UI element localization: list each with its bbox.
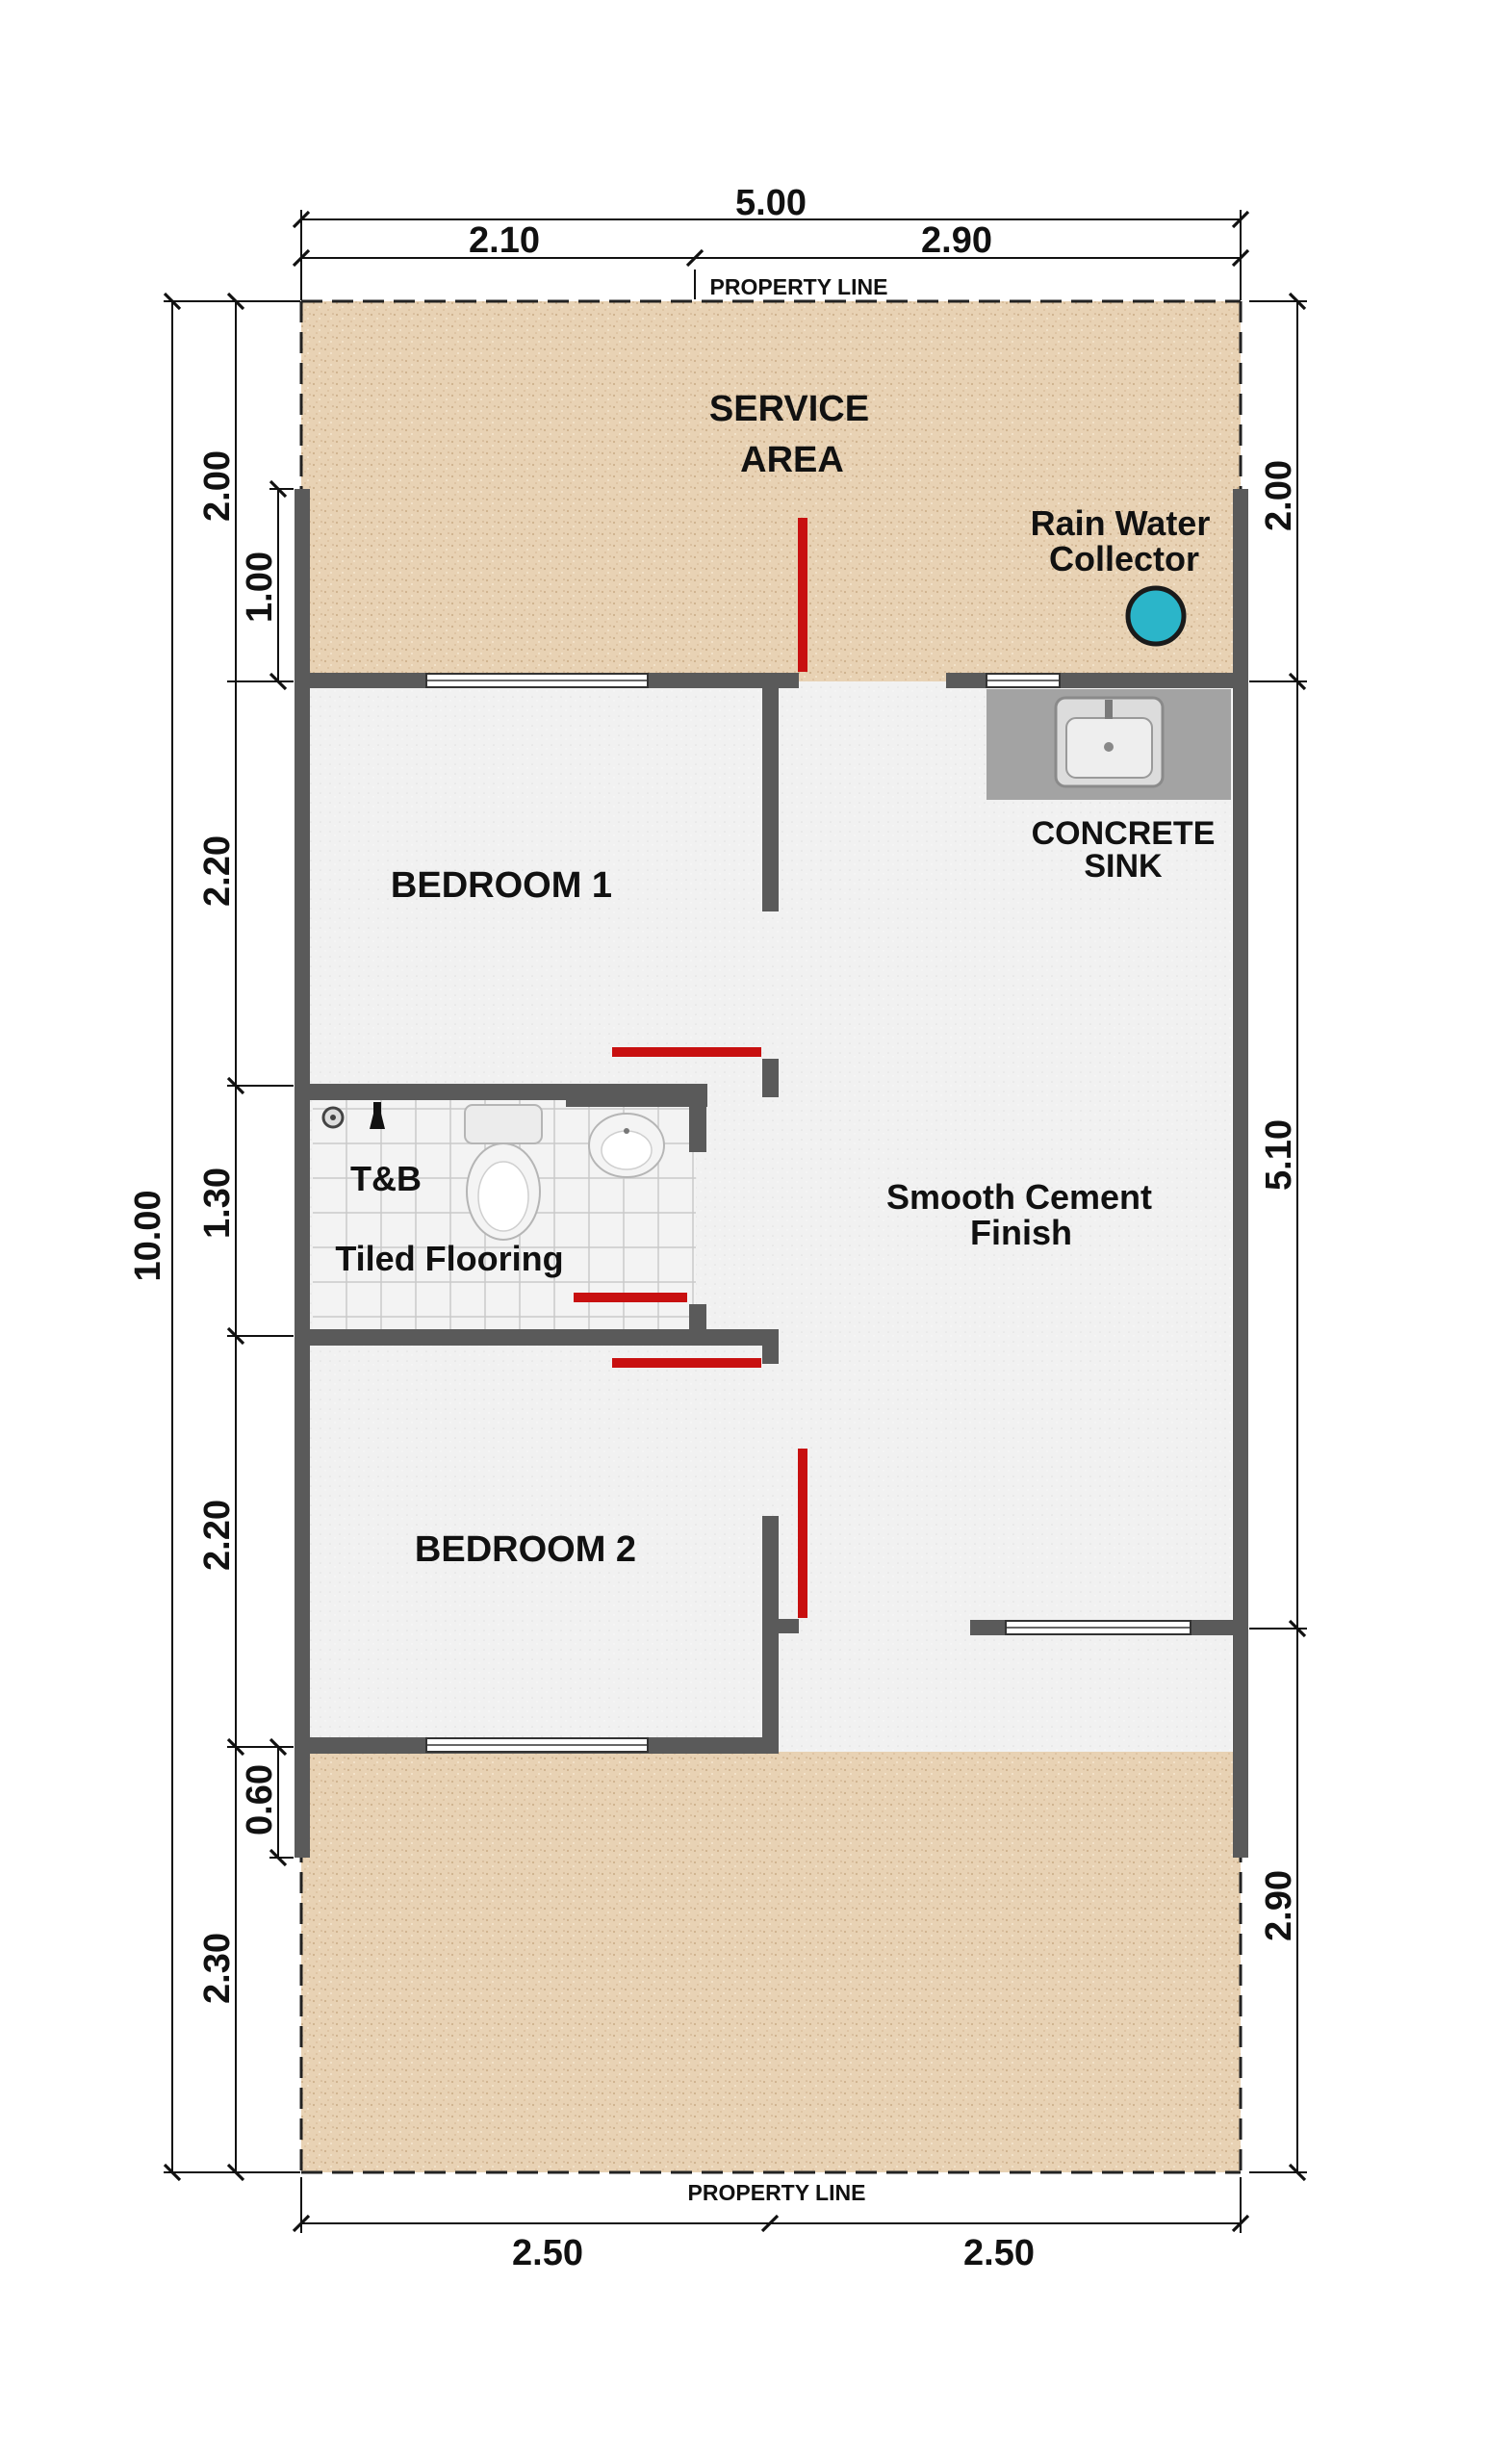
front-window — [1005, 1620, 1191, 1635]
hall-stub-lower — [762, 1329, 779, 1364]
front-yard-ground — [301, 1752, 1241, 2172]
rain-water-label-2: Collector — [1049, 539, 1199, 578]
concrete-sink-label-2: SINK — [1084, 848, 1163, 885]
dim-top-left: 2.10 — [469, 220, 540, 261]
tb-label: T&B — [350, 1159, 422, 1198]
concrete-sink — [986, 689, 1231, 800]
bedroom1-partition — [762, 673, 779, 911]
rain-water-label-1: Rain Water — [1031, 503, 1211, 543]
bedroom1-door — [612, 1047, 761, 1057]
service-area-label-2: AREA — [740, 440, 844, 480]
bedroom2-label: BEDROOM 2 — [415, 1529, 636, 1570]
dim-right-service: 2.00 — [1259, 460, 1299, 531]
bedroom2-partition-foot — [762, 1619, 799, 1633]
dimension-lines — [163, 210, 1307, 2233]
dim-left-total: 10.00 — [128, 1190, 168, 1281]
dim-left-gap: 0.60 — [240, 1764, 280, 1835]
dim-left-bedroom1: 2.20 — [197, 835, 238, 907]
top-property-line-label: PROPERTY LINE — [710, 274, 888, 299]
right-outer-wall — [1233, 489, 1248, 1858]
dim-left-service-inner: 1.00 — [240, 552, 280, 623]
tb-right-wall — [689, 1092, 706, 1152]
toilet-icon — [464, 1104, 543, 1241]
service-area-door — [798, 518, 807, 672]
dim-left-front: 2.30 — [197, 1933, 238, 2004]
bedroom2-partition — [762, 1516, 779, 1752]
dim-bottom-right: 2.50 — [963, 2233, 1035, 2273]
bedroom2-window — [425, 1737, 649, 1753]
service-area-label-1: SERVICE — [709, 389, 869, 429]
lavatory-icon — [588, 1113, 665, 1178]
tb-door — [574, 1293, 687, 1302]
dim-bottom-left: 2.50 — [512, 2233, 583, 2273]
dim-right-front: 2.90 — [1259, 1870, 1299, 1941]
doors — [574, 518, 807, 1618]
bedroom2-door — [612, 1358, 761, 1368]
left-outer-wall — [295, 489, 310, 1858]
kitchen-window — [986, 673, 1061, 688]
tiled-flooring-label: Tiled Flooring — [335, 1239, 563, 1278]
windows — [425, 673, 1191, 1753]
hall-stub-upper — [762, 1059, 779, 1097]
finish-label-1: Smooth Cement — [886, 1177, 1152, 1217]
bedroom1-window — [425, 673, 649, 688]
dim-left-service: 2.00 — [197, 450, 238, 522]
finish-label-2: Finish — [970, 1213, 1072, 1252]
dim-top-total: 5.00 — [735, 183, 807, 223]
bidet-spray-icon — [370, 1102, 385, 1129]
faucet-icon — [1105, 700, 1113, 719]
service-area-ground — [301, 301, 1241, 681]
tb-top-wall — [566, 1084, 707, 1107]
dim-left-tb: 1.30 — [197, 1168, 238, 1239]
dim-top-right: 2.90 — [921, 220, 992, 261]
concrete-sink-label-1: CONCRETE — [1032, 815, 1216, 852]
bottom-property-line-label: PROPERTY LINE — [688, 2180, 866, 2205]
tb-fixtures — [321, 1102, 665, 1241]
bedroom1-label: BEDROOM 1 — [391, 865, 612, 906]
tb-bottom-wall — [295, 1329, 779, 1346]
bedroom1-bottom-wall — [295, 1084, 566, 1100]
rain-water-collector-icon — [1125, 585, 1187, 647]
main-entrance-door — [798, 1449, 807, 1618]
dim-right-main: 5.10 — [1259, 1119, 1299, 1191]
dim-left-bedroom2: 2.20 — [197, 1500, 238, 1571]
